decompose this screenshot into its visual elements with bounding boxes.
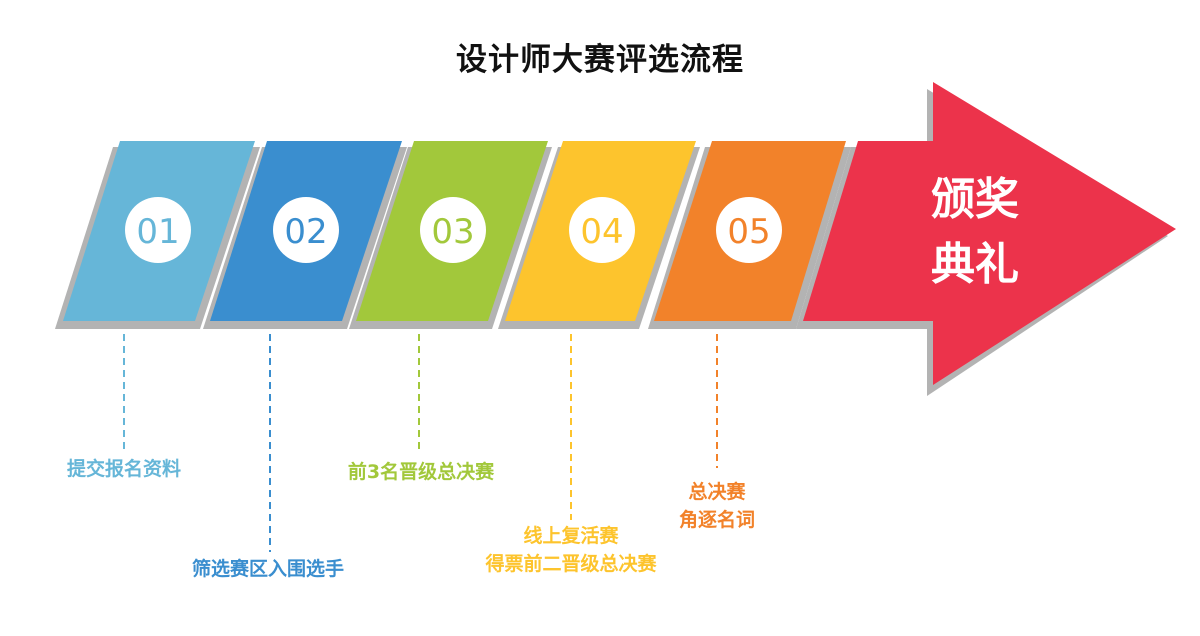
- step-02-label: 筛选赛区入围选手: [191, 558, 344, 580]
- page-title: 设计师大赛评选流程: [456, 42, 744, 78]
- award-arrow: [803, 82, 1176, 385]
- step-05-label: 总决赛 角逐名词: [678, 481, 755, 531]
- award-line-1: 颁奖: [931, 174, 1019, 225]
- step-03-label: 前3名晋级总决赛: [347, 461, 495, 483]
- step-04-label: 线上复活赛 得票前二晋级总决赛: [485, 525, 657, 575]
- step-01-number: 01: [136, 212, 179, 252]
- step-04-number: 04: [580, 212, 623, 252]
- step-03-number: 03: [431, 212, 474, 252]
- leader-lines: [123, 334, 718, 552]
- step-05-number: 05: [727, 212, 770, 252]
- step-01-label: 提交报名资料: [66, 458, 181, 480]
- step-01-badge: 01: [125, 197, 191, 263]
- step-02-number: 02: [284, 212, 327, 252]
- award-line-2: 典礼: [931, 239, 1019, 290]
- step-02-badge: 02: [273, 197, 339, 263]
- step-04-badge: 04: [569, 197, 635, 263]
- step-03-badge: 03: [420, 197, 486, 263]
- step-05-badge: 05: [716, 197, 782, 263]
